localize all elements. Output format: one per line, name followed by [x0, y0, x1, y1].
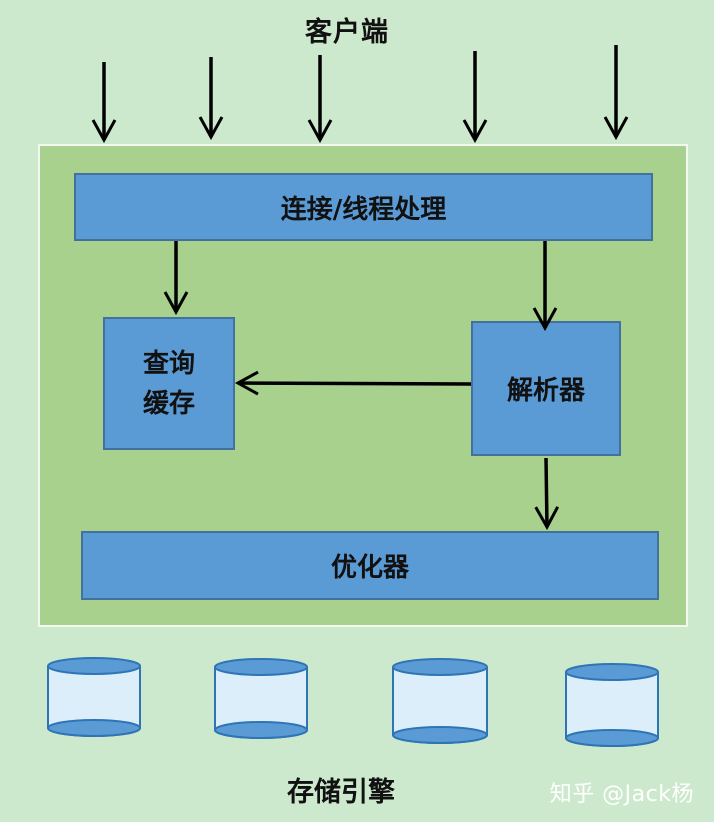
database-cylinder-icon	[565, 663, 659, 747]
connection-thread-label: 连接/线程处理	[280, 194, 447, 225]
clients-label-text: 客户端	[305, 17, 389, 48]
database-cylinder-icon	[392, 658, 488, 744]
parser-box: 解析器	[471, 321, 621, 456]
watermark-text: 知乎 @Jack杨	[549, 782, 694, 807]
optimizer-label: 优化器	[330, 553, 409, 583]
connection-thread-box: 连接/线程处理	[74, 173, 653, 241]
optimizer-box: 优化器	[81, 531, 659, 600]
parser-to-cache-arrow-icon	[234, 370, 472, 396]
database-cylinder-icon	[47, 657, 141, 737]
database-cylinder-icon	[214, 658, 308, 739]
parser-label: 解析器	[506, 376, 585, 406]
storage-engines-label-text: 存储引擎	[287, 777, 395, 808]
query-cache-box: 查询 缓存	[103, 317, 235, 450]
storage-engine-cylinders	[47, 657, 659, 747]
clients-label: 客户端	[0, 10, 714, 49]
storage-engines-label: 存储引擎	[0, 770, 714, 809]
parser-to-optimizer-arrow-icon	[534, 457, 560, 531]
query-cache-label-line1: 查询	[142, 348, 195, 379]
query-cache-label-line2: 缓存	[142, 388, 195, 419]
client-arrows	[91, 45, 629, 144]
